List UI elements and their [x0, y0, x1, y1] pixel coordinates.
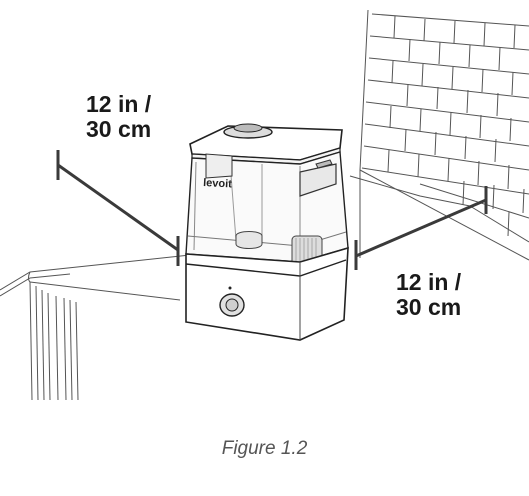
brick-wall — [359, 9, 529, 261]
right-clearance-line1: 12 in / — [396, 269, 462, 295]
brand-logo: levoit — [203, 177, 233, 191]
right-clearance-line2: 30 cm — [396, 294, 462, 320]
humidifier-base — [185, 246, 349, 341]
left-clearance-line — [56, 150, 180, 266]
left-clearance-line2: 30 cm — [86, 116, 152, 142]
right-clearance-label: 12 in / 30 cm — [396, 270, 461, 320]
right-clearance-line — [354, 186, 488, 270]
countertop — [0, 170, 471, 401]
left-clearance-label: 12 in / 30 cm — [86, 92, 151, 142]
humidifier-placement-illustration: levoit — [0, 9, 529, 401]
left-clearance-line1: 12 in / — [86, 91, 152, 117]
figure-caption: Figure 1.2 — [221, 438, 308, 459]
humidifier: levoit — [185, 123, 349, 341]
